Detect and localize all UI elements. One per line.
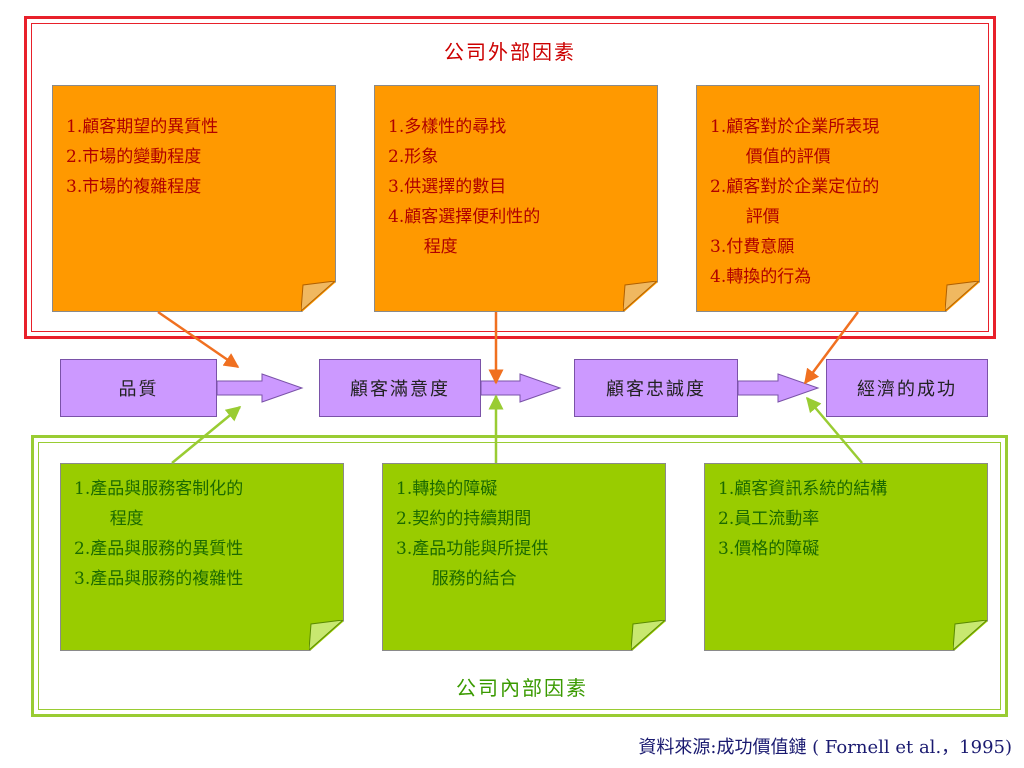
note-item: 2.形象 — [388, 147, 439, 167]
folded-corner-icon — [953, 620, 987, 650]
internal-factors-frame — [31, 435, 1008, 717]
internal-factors-title: 公司內部因素 — [456, 676, 588, 700]
note-item: 2.員工流動率 — [718, 509, 820, 529]
note-item: 3.產品與服務的複雜性 — [74, 569, 244, 589]
note-item: 1.多樣性的尋找 — [388, 117, 507, 137]
folded-corner-icon — [631, 620, 665, 650]
note-item: 程度 — [423, 237, 458, 257]
folded-corner-icon — [301, 281, 335, 311]
arrow-external-1 — [157, 310, 240, 369]
note-item: 2.市場的變動程度 — [66, 147, 202, 167]
block-arrow-loyalty-to-success — [737, 373, 820, 403]
note-item: 4.顧客選擇便利性的 — [388, 207, 541, 227]
note-item: 1.轉換的障礙 — [396, 479, 498, 499]
note-item: 3.供選擇的數目 — [388, 177, 507, 197]
external-factors-title: 公司外部因素 — [444, 40, 576, 64]
internal-factors-inner-frame — [38, 442, 1001, 710]
note-item: 3.付費意願 — [710, 237, 795, 257]
arrow-internal-1 — [171, 406, 242, 464]
block-arrow-satisfaction-to-loyalty — [480, 373, 562, 403]
block-arrow-quality-to-satisfaction — [216, 373, 304, 403]
source-caption: 資料來源:成功價值鏈 ( Fornell et al.，1995) — [638, 737, 1012, 758]
note-item: 程度 — [109, 509, 144, 529]
chain-box-satisfaction: 顧客滿意度 — [319, 359, 481, 417]
note-item: 2.產品與服務的異質性 — [74, 539, 244, 559]
note-item: 服務的結合 — [431, 569, 517, 589]
folded-corner-icon — [945, 281, 979, 311]
internal-note-2: 1.轉換的障礙 2.契約的持續期間 3.產品功能與所提供 服務的結合 — [382, 463, 666, 651]
arrow-internal-3 — [806, 396, 863, 464]
chain-box-loyalty: 顧客忠誠度 — [574, 359, 738, 417]
internal-note-1: 1.產品與服務客制化的 程度 2.產品與服務的異質性 3.產品與服務的複雜性 — [60, 463, 344, 651]
note-item: 3.產品功能與所提供 — [396, 539, 549, 559]
note-item: 3.市場的複雜程度 — [66, 177, 202, 197]
note-item: 1.顧客資訊系統的結構 — [718, 479, 888, 499]
note-item: 3.價格的障礙 — [718, 539, 820, 559]
note-item: 1.顧客期望的異質性 — [66, 117, 219, 137]
folded-corner-icon — [623, 281, 657, 311]
note-item: 1.顧客對於企業所表現 — [710, 117, 880, 137]
internal-note-3: 1.顧客資訊系統的結構 2.員工流動率 3.價格的障礙 — [704, 463, 988, 651]
note-item: 1.產品與服務客制化的 — [74, 479, 244, 499]
note-item: 4.轉換的行為 — [710, 267, 812, 287]
external-factors-frame — [24, 16, 996, 339]
external-note-2: 1.多樣性的尋找 2.形象 3.供選擇的數目 4.顧客選擇便利性的 程度 — [374, 85, 658, 312]
folded-corner-icon — [309, 620, 343, 650]
chain-box-economic-success: 經濟的成功 — [826, 359, 988, 417]
note-item: 評價 — [745, 207, 780, 227]
note-item: 2.契約的持續期間 — [396, 509, 532, 529]
external-note-1: 1.顧客期望的異質性 2.市場的變動程度 3.市場的複雜程度 — [52, 85, 336, 312]
arrow-external-3 — [803, 311, 860, 385]
external-note-3: 1.顧客對於企業所表現 價值的評價 2.顧客對於企業定位的 評價 3.付費意願 … — [696, 85, 980, 312]
external-factors-inner-frame — [31, 23, 989, 332]
chain-box-quality: 品質 — [60, 359, 217, 417]
note-item: 價值的評價 — [745, 147, 831, 167]
note-item: 2.顧客對於企業定位的 — [710, 177, 880, 197]
